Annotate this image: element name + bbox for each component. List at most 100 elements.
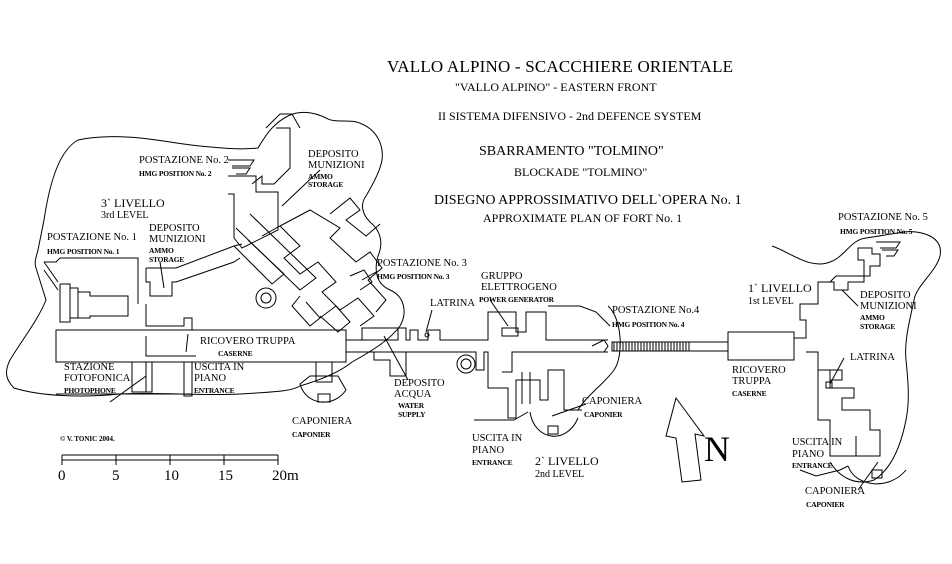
position-1-label: POSTAZIONE No. 1 bbox=[47, 232, 137, 243]
central-diagonal-gallery bbox=[291, 295, 321, 327]
entrance-right-floor bbox=[799, 465, 849, 477]
position-2-corridor bbox=[228, 175, 279, 249]
generator-label-2: ELETTROGENO bbox=[481, 282, 557, 293]
entrance-left-passage bbox=[183, 361, 193, 397]
right-corridor bbox=[855, 436, 872, 457]
north-label: N bbox=[704, 429, 730, 469]
ammo-right-leader bbox=[841, 289, 859, 307]
caponier-left-outline bbox=[299, 375, 347, 403]
ammo-left-label-en-2: STORAGE bbox=[149, 255, 185, 264]
ammo-right-label-en: AMMO bbox=[860, 313, 885, 322]
caponier-left-gun bbox=[317, 393, 331, 403]
copyright-notice: © V. TONIC 2004. bbox=[60, 435, 115, 443]
level-3-label: 3` LIVELLO bbox=[101, 196, 165, 210]
water-supply-label-en: WATER bbox=[398, 401, 424, 410]
water-supply-label-en-2: SUPPLY bbox=[398, 410, 426, 419]
latrine-right-label: LATRINA bbox=[850, 352, 895, 363]
generator-label: GRUPPO bbox=[481, 271, 523, 282]
entrance-right-label: USCITA IN bbox=[792, 437, 843, 448]
position-1-label-en: HMG POSITION No. 1 bbox=[47, 247, 120, 256]
position-3-label: POSTAZIONE No. 3 bbox=[377, 258, 467, 269]
ammo-top-corridor bbox=[251, 127, 291, 185]
entrance-mid-label-2: PIANO bbox=[472, 445, 505, 456]
barracks-left-label-en: CASERNE bbox=[218, 349, 253, 358]
ammo-right-label-en-2: STORAGE bbox=[860, 322, 896, 331]
position-5-emplacement bbox=[876, 241, 901, 249]
position-4-label-en: HMG POSITION No. 4 bbox=[612, 320, 685, 329]
ammo-top-label-2: MUNIZIONI bbox=[308, 160, 365, 171]
generator-unit bbox=[501, 327, 519, 337]
photophone-room bbox=[145, 362, 153, 393]
position-2-emplacement bbox=[228, 159, 255, 167]
position-1-room bbox=[78, 291, 129, 319]
position-2-emplacement bbox=[232, 167, 251, 175]
water-supply-leader bbox=[383, 335, 409, 381]
photophone-label-2: FOTOFONICA bbox=[64, 373, 131, 384]
entrance-right-label-2: PIANO bbox=[792, 449, 825, 460]
entrance-mid-label-en: ENTRANCE bbox=[472, 458, 513, 467]
entrance-mid-floor bbox=[474, 411, 529, 421]
barracks-left-label: RICOVERO TRUPPA bbox=[200, 336, 296, 347]
plan-description-it: DISEGNO APPROSSIMATIVO DELL`OPERA No. 1 bbox=[434, 193, 742, 208]
position-1-walls bbox=[44, 257, 139, 304]
position-3-label-en: HMG POSITION No. 3 bbox=[377, 272, 450, 281]
central-diagonal-gallery bbox=[235, 213, 317, 291]
position-5-label: POSTAZIONE No. 5 bbox=[838, 212, 928, 223]
central-diagonal-gallery bbox=[233, 239, 285, 285]
photophone-leader bbox=[109, 375, 147, 403]
ammo-left-room bbox=[145, 257, 241, 297]
entrance-left-label: USCITA IN bbox=[194, 362, 245, 373]
blockade-title-it: SBARRAMENTO "TOLMINO" bbox=[479, 144, 664, 159]
caponier-right-gun bbox=[871, 469, 883, 479]
mid-corridor-lower bbox=[460, 351, 582, 419]
central-diagonal-gallery bbox=[261, 225, 375, 327]
position-2-label-en: HMG POSITION No. 2 bbox=[139, 169, 212, 178]
generator-leader bbox=[489, 299, 509, 327]
latrine-right-fixture bbox=[825, 381, 833, 389]
right-corridor bbox=[806, 351, 881, 457]
spiral-stair-left bbox=[255, 287, 277, 309]
ammo-top-label-en-2: STORAGE bbox=[308, 180, 344, 189]
position-1-embrasure bbox=[70, 287, 79, 319]
ammo-top-leader bbox=[281, 169, 321, 207]
generator-cable bbox=[548, 305, 611, 327]
defence-system-label: II SISTEMA DIFENSIVO - 2nd DEFENCE SYSTE… bbox=[438, 109, 702, 123]
ammo-left-leader bbox=[159, 261, 165, 289]
level-1-label: 1` LIVELLO bbox=[748, 281, 812, 295]
latrine-mid-room bbox=[397, 327, 460, 341]
latrine-mid-leader bbox=[425, 309, 433, 333]
plan-description-en: APPROXIMATE PLAN OF FORT No. 1 bbox=[483, 211, 683, 225]
spiral-stair-mid-core bbox=[460, 358, 472, 370]
north-arrow-icon bbox=[665, 396, 706, 483]
entrance-left-label-en: ENTRANCE bbox=[194, 386, 235, 395]
position-1-wall bbox=[43, 269, 59, 291]
position-1-wall bbox=[43, 261, 59, 283]
entrance-mid-label: USCITA IN bbox=[472, 433, 523, 444]
level-3-label-en: 3rd LEVEL bbox=[101, 210, 149, 221]
central-diagonal-gallery bbox=[279, 209, 387, 313]
ammo-left-label-en: AMMO bbox=[149, 246, 174, 255]
ammo-top-label: DEPOSITO bbox=[308, 149, 359, 160]
terrain-outline-left bbox=[6, 111, 405, 397]
ammo-top-corridor bbox=[265, 113, 301, 129]
plan-title: VALLO ALPINO - SCACCHIERE ORIENTALE bbox=[387, 57, 734, 76]
position-1-casemate bbox=[59, 283, 71, 323]
position-2-label: POSTAZIONE No. 2 bbox=[139, 155, 229, 166]
ammo-top-label-en: AMMO bbox=[308, 172, 333, 181]
caponier-right-label: CAPONIERA bbox=[805, 486, 866, 497]
photophone-label: STAZIONE bbox=[64, 362, 115, 373]
barracks-left-inner bbox=[145, 336, 196, 357]
spiral-stair-mid bbox=[456, 354, 476, 374]
barracks-left-inner bbox=[145, 304, 193, 330]
barracks-right-label-2: TRUPPA bbox=[732, 376, 772, 387]
scale-bar bbox=[61, 454, 279, 465]
latrine-mid-fixture bbox=[424, 332, 430, 338]
generator-room bbox=[460, 311, 608, 341]
barracks-right-label-en: CASERNE bbox=[732, 389, 767, 398]
position-5-emplacement bbox=[882, 249, 899, 257]
central-diagonal-gallery bbox=[305, 301, 351, 333]
caponier-mid-label: CAPONIERA bbox=[582, 396, 643, 407]
mid-corridor-lower bbox=[502, 351, 608, 373]
generator-label-en: POWER GENERATOR bbox=[479, 295, 554, 304]
caponier-right-label-en: CAPONIER bbox=[806, 500, 845, 509]
